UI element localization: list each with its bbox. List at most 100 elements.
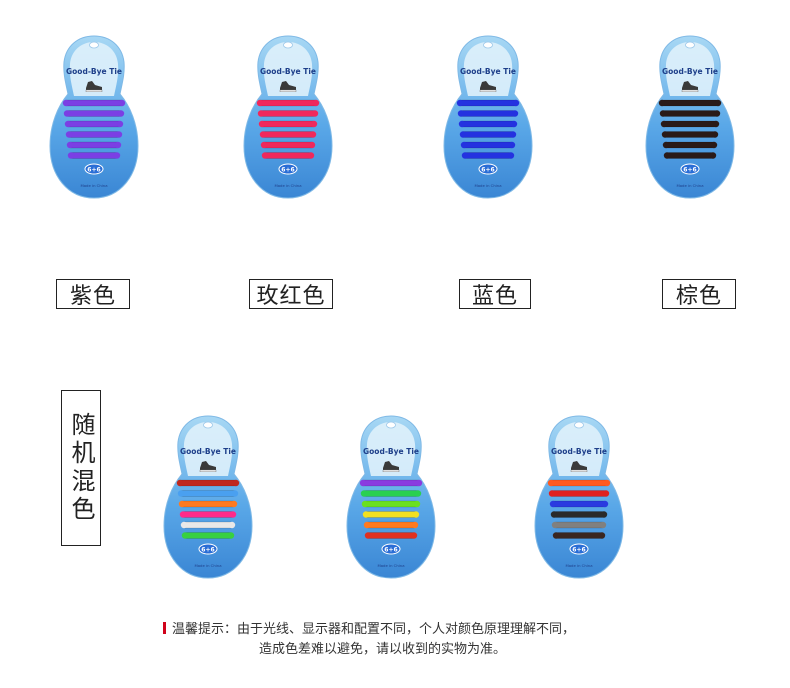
count-badge-text: 6+6: [384, 547, 397, 554]
shoelace-strip: [659, 99, 721, 107]
shoelace-tip: [227, 532, 235, 539]
shoelace-strip: [68, 152, 120, 159]
sneaker-sole: [85, 89, 103, 92]
shoelace-strip: [660, 110, 720, 117]
shoelace-strip: [64, 110, 124, 117]
notice-line-1: 温馨提示：由于光线、显示器和配置不同，个人对颜色原理理解不同，: [163, 620, 683, 640]
shoelace-tip: [364, 532, 372, 539]
hang-hole: [283, 41, 293, 49]
made-in-text: Made in China: [474, 183, 501, 188]
shoelace-tip: [260, 141, 268, 149]
count-badge: [198, 543, 218, 555]
shoelace-tip: [118, 99, 126, 107]
shoelace-strip: [67, 141, 121, 149]
shoelace-tip: [660, 120, 668, 128]
package-window: [69, 42, 119, 96]
shoelace-tip: [710, 141, 718, 149]
count-badge: [278, 163, 298, 175]
sneaker-icon: [382, 461, 400, 472]
shoelace-tip: [547, 479, 555, 487]
shoelace-tip: [179, 511, 187, 518]
shoelace-tip: [711, 131, 719, 138]
brand-logo-text: Good-Bye Tie: [66, 67, 122, 76]
shoelace-tip: [259, 131, 267, 138]
shoelace-strip: [662, 131, 718, 138]
package-window: [183, 422, 233, 476]
made-in-text: Made in China: [274, 183, 301, 188]
sneaker-icon: [479, 81, 497, 92]
hang-hole: [89, 41, 99, 49]
shoelace-tip: [602, 490, 610, 497]
shoelace-strip: [65, 120, 123, 128]
notice-marker: [163, 622, 166, 634]
shoelace-tip: [232, 479, 240, 487]
sneaker-upper: [571, 461, 587, 470]
color-label-purple[interactable]: 紫色: [56, 279, 130, 309]
shoelace-tip: [229, 511, 237, 518]
shoelace-tip: [176, 479, 184, 487]
brand-logo-text: Good-Bye Tie: [460, 67, 516, 76]
shoelace-tip: [231, 490, 239, 497]
shoelace-tip: [414, 490, 422, 497]
count-badge: [680, 163, 700, 175]
hang-hole: [483, 41, 493, 49]
hang-hole: [203, 421, 213, 429]
shoelace-strip: [664, 152, 716, 159]
shoelace-strip: [461, 141, 515, 149]
shoelace-strip: [548, 479, 610, 487]
package-window: [463, 42, 513, 96]
shoelace-tip: [598, 532, 606, 539]
shoelace-tip: [661, 131, 669, 138]
random-mix-label-box[interactable]: 随机混色: [61, 390, 101, 546]
shoelace-tip: [512, 99, 520, 107]
shoelace-tip: [663, 152, 671, 159]
made-in-text: Made in China: [377, 563, 404, 568]
shoelace-strip: [549, 490, 609, 497]
count-badge-text: 6+6: [572, 547, 585, 554]
color-label-brown[interactable]: 棕色: [662, 279, 736, 309]
shoelace-strip: [63, 99, 125, 107]
shoelace-strip: [459, 120, 517, 128]
color-label-blue[interactable]: 蓝色: [459, 279, 531, 309]
sneaker-upper: [280, 81, 296, 90]
shoelace-strip: [364, 521, 418, 529]
shoelace-tip: [65, 131, 73, 138]
shoelace-strip: [551, 511, 607, 518]
shoelace-tip: [178, 500, 186, 508]
shoelace-tip: [180, 521, 188, 529]
count-badge-text: 6+6: [683, 167, 696, 174]
hang-hole: [685, 41, 695, 49]
shoelace-strip: [178, 490, 238, 497]
sneaker-upper: [682, 81, 698, 90]
shoelace-tip: [458, 120, 466, 128]
package-window: [263, 42, 313, 96]
shoelace-tip: [412, 511, 420, 518]
shoelace-tip: [456, 99, 464, 107]
shoelace-tip: [257, 110, 265, 117]
color-label-rose-red[interactable]: 玫红色: [249, 279, 333, 309]
shoelace-strip: [663, 141, 717, 149]
shoelace-tip: [709, 152, 717, 159]
random-mix-label: 随机混色: [67, 412, 95, 524]
count-badge-text: 6+6: [281, 167, 294, 174]
shoelace-tip: [177, 490, 185, 497]
brand-logo-text: Good-Bye Tie: [260, 67, 316, 76]
package-window: [366, 422, 416, 476]
shoelace-strip: [260, 131, 316, 138]
shoelace-tip: [113, 152, 121, 159]
shoelace-strip: [257, 99, 319, 107]
shoelace-tip: [415, 479, 423, 487]
sneaker-sole: [479, 89, 497, 92]
shoelace-tip: [658, 99, 666, 107]
made-in-text: Made in China: [676, 183, 703, 188]
sneaker-icon: [199, 461, 217, 472]
shoelace-tip: [363, 521, 371, 529]
shoelace-strip: [661, 120, 719, 128]
count-badge-text: 6+6: [481, 167, 494, 174]
hang-hole: [386, 421, 396, 429]
shoelace-tip: [261, 152, 269, 159]
